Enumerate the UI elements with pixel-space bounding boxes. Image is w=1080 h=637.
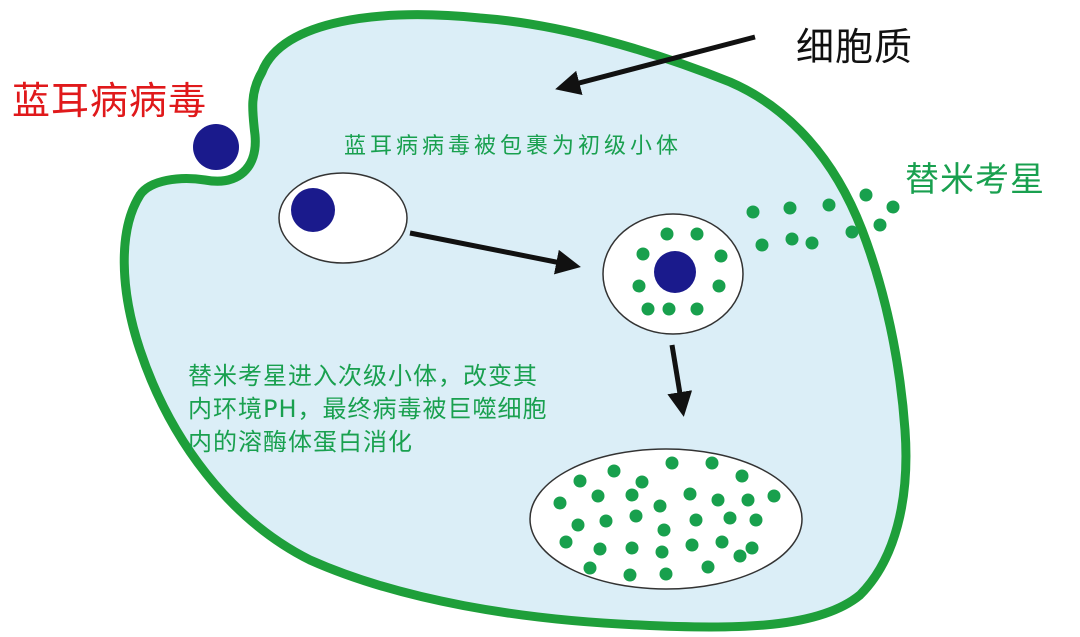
drug-dot <box>745 541 759 555</box>
drug-dot <box>715 535 729 549</box>
drug-dot <box>805 236 819 250</box>
drug-dot <box>714 249 728 263</box>
drug-dot <box>733 549 747 563</box>
drug-label: 替米考星 <box>905 160 1045 200</box>
drug-dot <box>583 561 597 575</box>
step2-caption-line: 内的溶酶体蛋白消化 <box>188 428 413 456</box>
drug-dot <box>690 227 704 241</box>
virus-label: 蓝耳病病毒 <box>12 79 208 123</box>
virus-particle-secondary <box>654 251 696 293</box>
drug-dot <box>591 489 605 503</box>
drug-dot <box>749 513 763 527</box>
drug-dot <box>653 499 667 513</box>
drug-dot <box>629 509 643 523</box>
drug-dot <box>553 496 567 510</box>
drug-dot <box>712 279 726 293</box>
arrow-primary-to-secondary <box>409 230 581 275</box>
drug-dot <box>690 302 704 316</box>
drug-dot <box>623 568 637 582</box>
drug-dot <box>705 456 719 470</box>
drug-dot <box>735 469 749 483</box>
drug-dot <box>689 513 703 527</box>
drug-dot <box>741 493 755 507</box>
secondary-vesicle-drug-dots <box>632 227 728 316</box>
drug-dot <box>573 474 587 488</box>
cytoplasm-label: 细胞质 <box>796 25 914 69</box>
digestion-vesicle-drug-dots <box>553 456 781 582</box>
drug-dot <box>767 489 781 503</box>
step2-caption: 替米考星进入次级小体，改变其 内环境PH，最终病毒被巨噬细胞 内的溶酶体蛋白消化 <box>188 360 548 459</box>
virus-particle-primary <box>291 188 335 232</box>
step2-caption-line: 替米考星进入次级小体，改变其 <box>188 362 538 390</box>
drug-dot <box>746 205 760 219</box>
drug-dot <box>632 279 646 293</box>
drug-dot <box>662 302 676 316</box>
drug-dot <box>873 218 887 232</box>
drug-dot <box>822 198 836 212</box>
step1-caption: 蓝耳病病毒被包裹为初级小体 <box>344 134 683 159</box>
drug-dot <box>683 487 697 501</box>
drug-dot <box>625 541 639 555</box>
drug-dot <box>886 200 900 214</box>
drug-dot <box>635 475 649 489</box>
drug-dot <box>783 201 797 215</box>
drug-dot <box>636 247 650 261</box>
drug-dot <box>660 227 674 241</box>
drug-dot <box>657 523 671 537</box>
drug-dot <box>655 545 669 559</box>
drug-dot <box>859 188 873 202</box>
drug-dot <box>701 560 715 574</box>
drug-dot <box>665 456 679 470</box>
drug-dot <box>571 518 585 532</box>
drug-dot <box>711 493 725 507</box>
drug-dot <box>845 225 859 239</box>
drug-dot <box>723 511 737 525</box>
drug-dot <box>785 232 799 246</box>
drug-dot <box>593 542 607 556</box>
step2-caption-line: 内环境PH，最终病毒被巨噬细胞 <box>188 395 548 423</box>
drug-dot <box>659 567 673 581</box>
drug-dot <box>641 302 655 316</box>
drug-dot <box>685 538 699 552</box>
drug-dot <box>625 488 639 502</box>
drug-dot <box>607 464 621 478</box>
arrow-cytoplasm <box>555 34 756 96</box>
drug-dot <box>755 238 769 252</box>
arrow-secondary-to-digestion <box>667 344 693 417</box>
drug-molecules-entering <box>746 188 900 252</box>
virus-particle-outside <box>193 124 239 170</box>
drug-dot <box>559 535 573 549</box>
drug-dot <box>599 514 613 528</box>
